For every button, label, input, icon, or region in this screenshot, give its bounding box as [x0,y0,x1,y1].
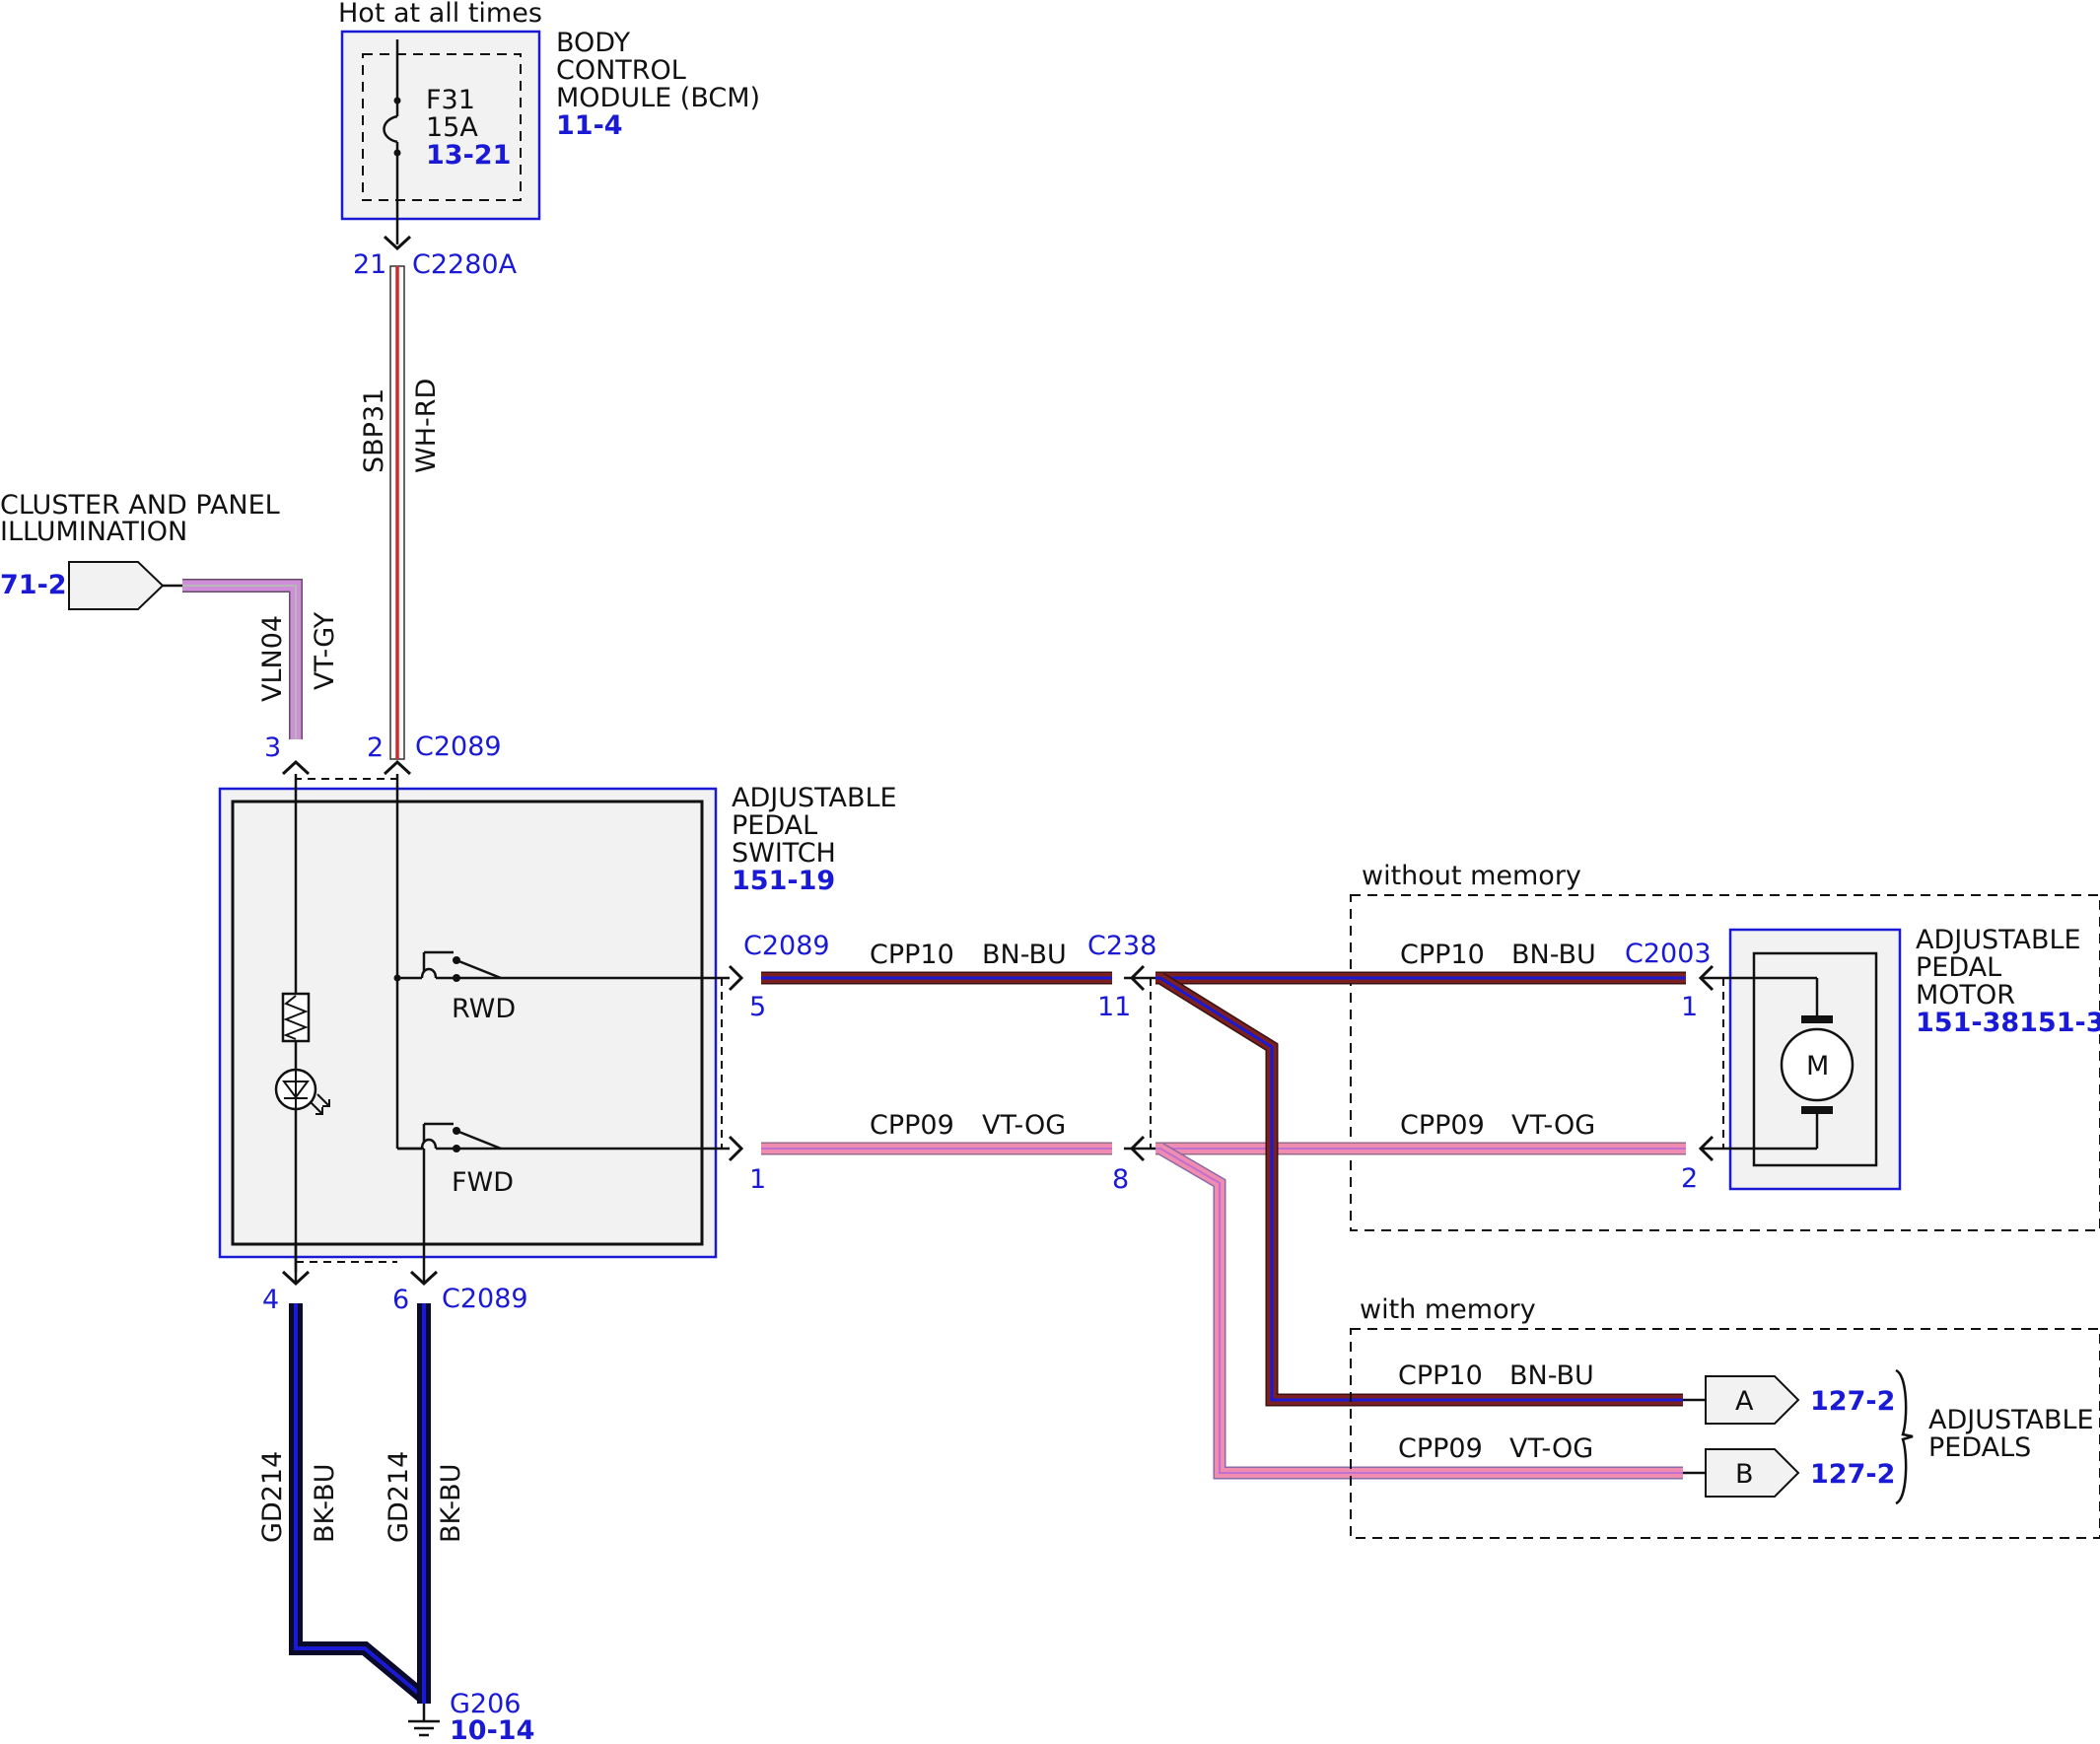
bcm-name-line-2: CONTROL [556,55,686,86]
dest-a-letter: A [1735,1386,1754,1417]
with-memory-label: with memory [1360,1294,1536,1325]
bcm-connector-c2280a[interactable]: C2280A [412,249,518,280]
bcm-name-line-3: MODULE (BCM) [556,83,760,113]
switch-bottom-pin-6: 6 [392,1285,409,1315]
switch-top-chevron-3 [281,759,311,776]
ground-wire-right-circuit: GD214 [384,1451,414,1543]
pedals-brace [1895,1368,1914,1505]
switch-right-connector-c2089[interactable]: C2089 [743,931,830,961]
switch-bottom-chevron-4 [281,1270,311,1287]
ground-wire-left-circuit: GD214 [257,1451,288,1543]
ground-name-g206[interactable]: G206 [450,1689,521,1719]
motor-name-line-1: ADJUSTABLE [1916,925,2081,955]
wire-cpp10-bn-bu-branch[interactable] [1156,972,1683,1407]
switch-right-chevron-5 [728,964,744,992]
rwd-label: RWD [452,994,516,1024]
wire-sbp31-circuit: SBP31 [359,388,389,473]
motor-symbol: M [1806,1051,1829,1081]
dest-b-ref-link[interactable]: 127-2 [1810,1459,1895,1490]
switch-top-connector-c2089[interactable]: C2089 [415,732,502,762]
wire-mid-cpp09-circuit: CPP09 [870,1110,954,1141]
pedal-switch-name-line-2: PEDAL [732,810,817,841]
ground-wire-right-color: BK-BU [436,1464,466,1543]
cluster-ref-link[interactable]: 71-2 [0,570,67,600]
bcm-pin-chevron [383,235,412,251]
bcm-ref-link[interactable]: 11-4 [556,110,623,141]
switch-right-pin-5: 5 [749,992,766,1022]
dest-a-connector-shape[interactable] [1705,1375,1800,1425]
c238-pin-8: 8 [1112,1164,1129,1195]
without-memory-cpp09-color: VT-OG [1511,1110,1595,1141]
switch-right-pin-1: 1 [749,1164,766,1195]
switch-bottom-chevron-6 [409,1270,439,1287]
wire-vln04-circuit: VLN04 [257,615,288,702]
c2003-pin-1: 1 [1681,992,1698,1022]
bcm-pin-number: 21 [353,249,386,280]
cluster-name-line-1: CLUSTER AND PANEL [0,490,280,521]
switch-top-pin-3: 3 [264,732,281,763]
wire-vln04-vt-gy[interactable] [182,579,303,739]
dest-b-connector-shape[interactable] [1705,1448,1800,1498]
rwd-switch-contact[interactable] [397,950,730,982]
bcm-module[interactable] [340,30,541,221]
ground-icon [408,1704,440,1737]
wire-mid-cpp10-circuit: CPP10 [870,940,954,970]
pedal-switch-name-line-3: SWITCH [732,838,836,869]
wire-gd214-bk-bu-left[interactable] [289,1303,429,1704]
cluster-name-line-2: ILLUMINATION [0,517,187,547]
without-memory-cpp10-color: BN-BU [1511,940,1596,970]
c2003-chevron-2 [1698,1135,1715,1162]
fuse-name: F31 [426,85,475,115]
with-memory-cpp10-circuit: CPP10 [1398,1360,1483,1391]
wire-vln04-color: VT-GY [310,611,340,690]
motor-icon [1780,1015,1855,1114]
switch-bottom-pin-4: 4 [262,1285,279,1315]
wire-sbp31-wh-rd[interactable] [389,265,405,760]
switch-bottom-connector-c2089[interactable]: C2089 [442,1284,528,1314]
pedal-switch-name-line-1: ADJUSTABLE [732,783,897,813]
led-icon [274,1068,330,1115]
switch-right-chevron-1 [728,1135,744,1162]
bcm-name-line-1: BODY [556,28,631,58]
ground-wire-left-color: BK-BU [310,1464,340,1543]
with-memory-cpp09-color: VT-OG [1509,1433,1593,1464]
pedal-switch-ref-link[interactable]: 151-19 [732,866,835,896]
without-memory-label: without memory [1362,861,1581,891]
wire-mid-cpp10-color: BN-BU [982,940,1067,970]
switch-top-chevron-2 [383,759,412,776]
rwd-junction-dot [393,974,401,982]
dest-b-letter: B [1735,1459,1754,1490]
c2003-connector[interactable]: C2003 [1625,939,1712,969]
fwd-label: FWD [452,1167,514,1198]
pedals-name-line-1: ADJUSTABLE [1928,1405,2094,1435]
fuse-ref-link[interactable]: 13-21 [426,140,511,171]
title-hot-at-all-times: Hot at all times [338,0,542,29]
dest-a-ref-link[interactable]: 127-2 [1810,1386,1895,1417]
c2003-chevron-1 [1698,964,1715,992]
wire-mid-cpp09-color: VT-OG [982,1110,1066,1141]
resistor-icon [281,992,311,1043]
c238-connector[interactable]: C238 [1087,931,1156,961]
with-memory-box [1350,1328,2100,1539]
motor-name-line-2: PEDAL [1916,952,2001,983]
switch-top-pin-2: 2 [367,732,384,763]
wire-sbp31-color: WH-RD [411,379,442,473]
pedals-name-line-2: PEDALS [1928,1432,2031,1463]
fuse-rating: 15A [426,112,478,143]
without-memory-box [1350,894,2100,1231]
with-memory-cpp10-color: BN-BU [1509,1360,1594,1391]
c2003-pin-2: 2 [1681,1163,1698,1194]
without-memory-cpp10-circuit: CPP10 [1400,940,1485,970]
ground-ref-link[interactable]: 10-14 [450,1715,534,1744]
fuse-f31[interactable] [383,39,401,244]
cluster-connector-shape[interactable] [68,561,165,610]
motor-ref-link[interactable]: 151-38151-39 [1916,1008,2100,1038]
switch-top-connector-bracket [295,777,397,780]
motor-name-line-3: MOTOR [1916,980,2015,1011]
c238-pin-11: 11 [1097,992,1131,1022]
with-memory-cpp09-circuit: CPP09 [1398,1433,1483,1464]
wire-cpp09-vt-og-branch[interactable] [1156,1143,1683,1480]
without-memory-cpp09-circuit: CPP09 [1400,1110,1485,1141]
